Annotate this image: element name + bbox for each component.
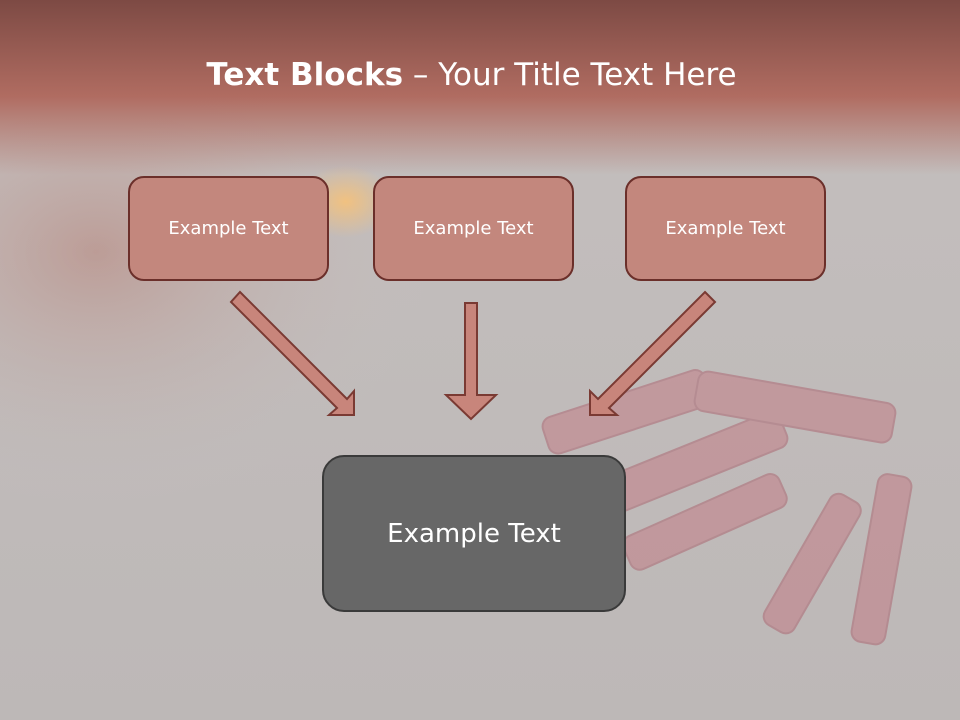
slide-title-rest: Your Title Text Here [438,57,737,93]
slide-title: Text Blocks – Your Title Text Here [0,52,943,98]
slide-title-bold: Text Blocks [206,57,404,93]
text-block-result: Example Text [322,455,626,612]
text-block-3: Example Text [625,176,826,281]
arrow-left-down-right [229,290,355,416]
arrow-center-down [443,302,499,421]
text-block-2: Example Text [373,176,574,281]
text-block-1: Example Text [128,176,329,281]
slide-title-separator: – [403,57,439,93]
arrow-right-down-left [589,290,717,416]
